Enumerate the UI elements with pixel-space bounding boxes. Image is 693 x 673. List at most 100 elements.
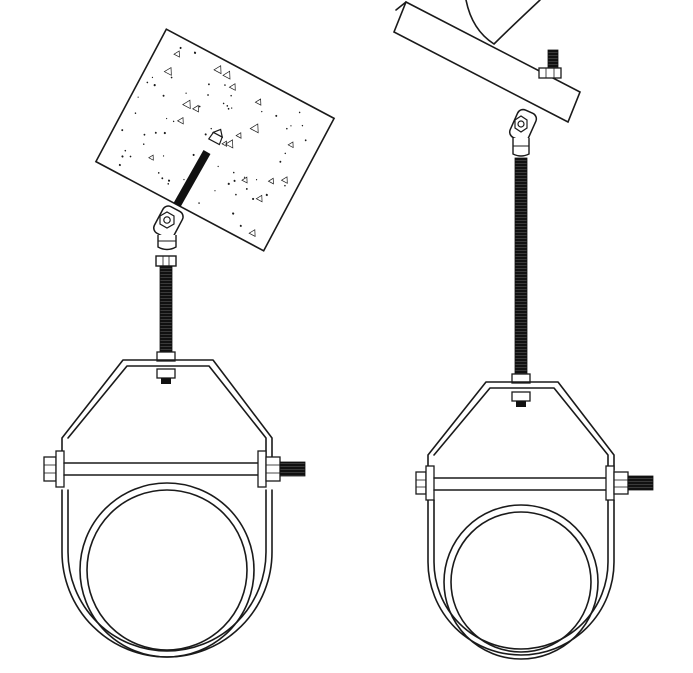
aggregate-stone [176, 116, 184, 125]
aggregate-dot [265, 193, 268, 197]
aggregate-dot [166, 117, 168, 120]
aggregate-dot [167, 183, 170, 185]
left-hanger-assembly [43, 28, 336, 658]
aggregate-stone [228, 83, 236, 91]
aggregate-dot [143, 133, 146, 136]
aggregate-stone [241, 176, 248, 184]
aggregate-dot [284, 184, 286, 187]
aggregate-dot [170, 76, 173, 79]
aggregate-dot [290, 125, 292, 127]
rod-nut-upper [155, 255, 177, 267]
aggregate-dot [210, 127, 212, 130]
concrete-block-icon [94, 28, 336, 252]
aggregate-dot [192, 153, 195, 156]
aggregate-dot [193, 51, 197, 54]
aggregate-dot [185, 92, 187, 94]
aggregate-dot [167, 179, 171, 182]
aggregate-dot [137, 96, 139, 98]
aggregate-dot [284, 152, 286, 155]
aggregate-dot [298, 111, 301, 114]
aggregate-stone [224, 139, 234, 149]
aggregate-stone [235, 132, 242, 139]
aggregate-dot [226, 105, 229, 107]
aggregate-dot [163, 131, 166, 135]
aggregate-stone [222, 70, 231, 80]
pipe-icon [443, 504, 599, 660]
aggregate-stone [182, 99, 191, 110]
aggregate-dot [146, 81, 149, 84]
pipe-icon [79, 482, 255, 658]
aggregate-dot [233, 179, 236, 182]
aggregate-dot [198, 202, 200, 204]
aggregate-dot [230, 94, 232, 97]
swivel-connector-icon [153, 205, 184, 251]
aggregate-dot [118, 163, 121, 167]
aggregate-dot [227, 182, 230, 185]
aggregate-dot [124, 149, 127, 152]
aggregate-stone [267, 177, 274, 185]
aggregate-dot [151, 76, 154, 79]
aggregate-stone [287, 141, 294, 149]
aggregate-dot [129, 155, 132, 158]
aggregate-dot [183, 178, 185, 181]
i-beam-icon [392, 0, 582, 124]
hanger-nuts [156, 351, 176, 384]
aggregate-dot [217, 165, 219, 168]
aggregate-stone [248, 229, 256, 237]
aggregate-dot [304, 139, 307, 142]
aggregate-dot [224, 84, 226, 86]
angled-threaded-rod [173, 150, 211, 207]
aggregate-dot [198, 105, 201, 108]
hanger-nuts [511, 373, 531, 407]
aggregate-stone [255, 194, 263, 203]
cross-bolt-icon [415, 465, 654, 501]
aggregate-dot [208, 83, 210, 86]
aggregate-dot [172, 120, 175, 123]
aggregate-dot [154, 131, 157, 134]
aggregate-stone [163, 66, 172, 76]
aggregate-dot [232, 212, 235, 215]
right-hanger-assembly [392, 0, 654, 660]
aggregate-dot [252, 197, 255, 200]
aggregate-dot [121, 155, 124, 158]
aggregate-dot [153, 84, 156, 87]
aggregate-dot [134, 112, 137, 114]
aggregate-stone [213, 65, 222, 75]
aggregate-dot [204, 133, 207, 136]
clevis-hanger-icon [61, 359, 273, 658]
aggregate-dot [245, 188, 248, 190]
clevis-hanger-icon [427, 381, 615, 656]
aggregate-dot [232, 171, 235, 174]
cross-bolt-icon [43, 450, 306, 488]
aggregate-dot [286, 127, 288, 130]
aggregate-dot [275, 114, 278, 117]
aggregate-dot [239, 224, 242, 227]
aggregate-dot [121, 129, 124, 132]
aggregate-stone [249, 123, 259, 134]
aggregate-stone [148, 154, 154, 161]
aggregate-dot [222, 102, 225, 105]
aggregate-dot [301, 124, 304, 127]
aggregate-dot [231, 107, 233, 109]
aggregate-dot [162, 94, 165, 97]
aggregate-dot [279, 160, 282, 163]
aggregate-stone [192, 104, 199, 113]
aggregate-stone [173, 50, 180, 58]
aggregate-dot [207, 94, 209, 96]
aggregate-dot [161, 177, 164, 180]
aggregate-dot [235, 193, 237, 196]
concrete-aggregate [118, 46, 307, 237]
aggregate-stone [280, 176, 288, 184]
swivel-connector-icon [508, 108, 538, 157]
aggregate-dot [142, 143, 145, 145]
beam-clamp-bolt [538, 49, 562, 79]
aggregate-dot [227, 107, 230, 110]
aggregate-dot [162, 155, 165, 157]
threaded-rod-icon [514, 157, 528, 377]
aggregate-dot [214, 190, 216, 192]
anchor-insert [207, 128, 224, 146]
aggregate-dot [243, 176, 246, 178]
aggregate-stone [254, 98, 262, 106]
